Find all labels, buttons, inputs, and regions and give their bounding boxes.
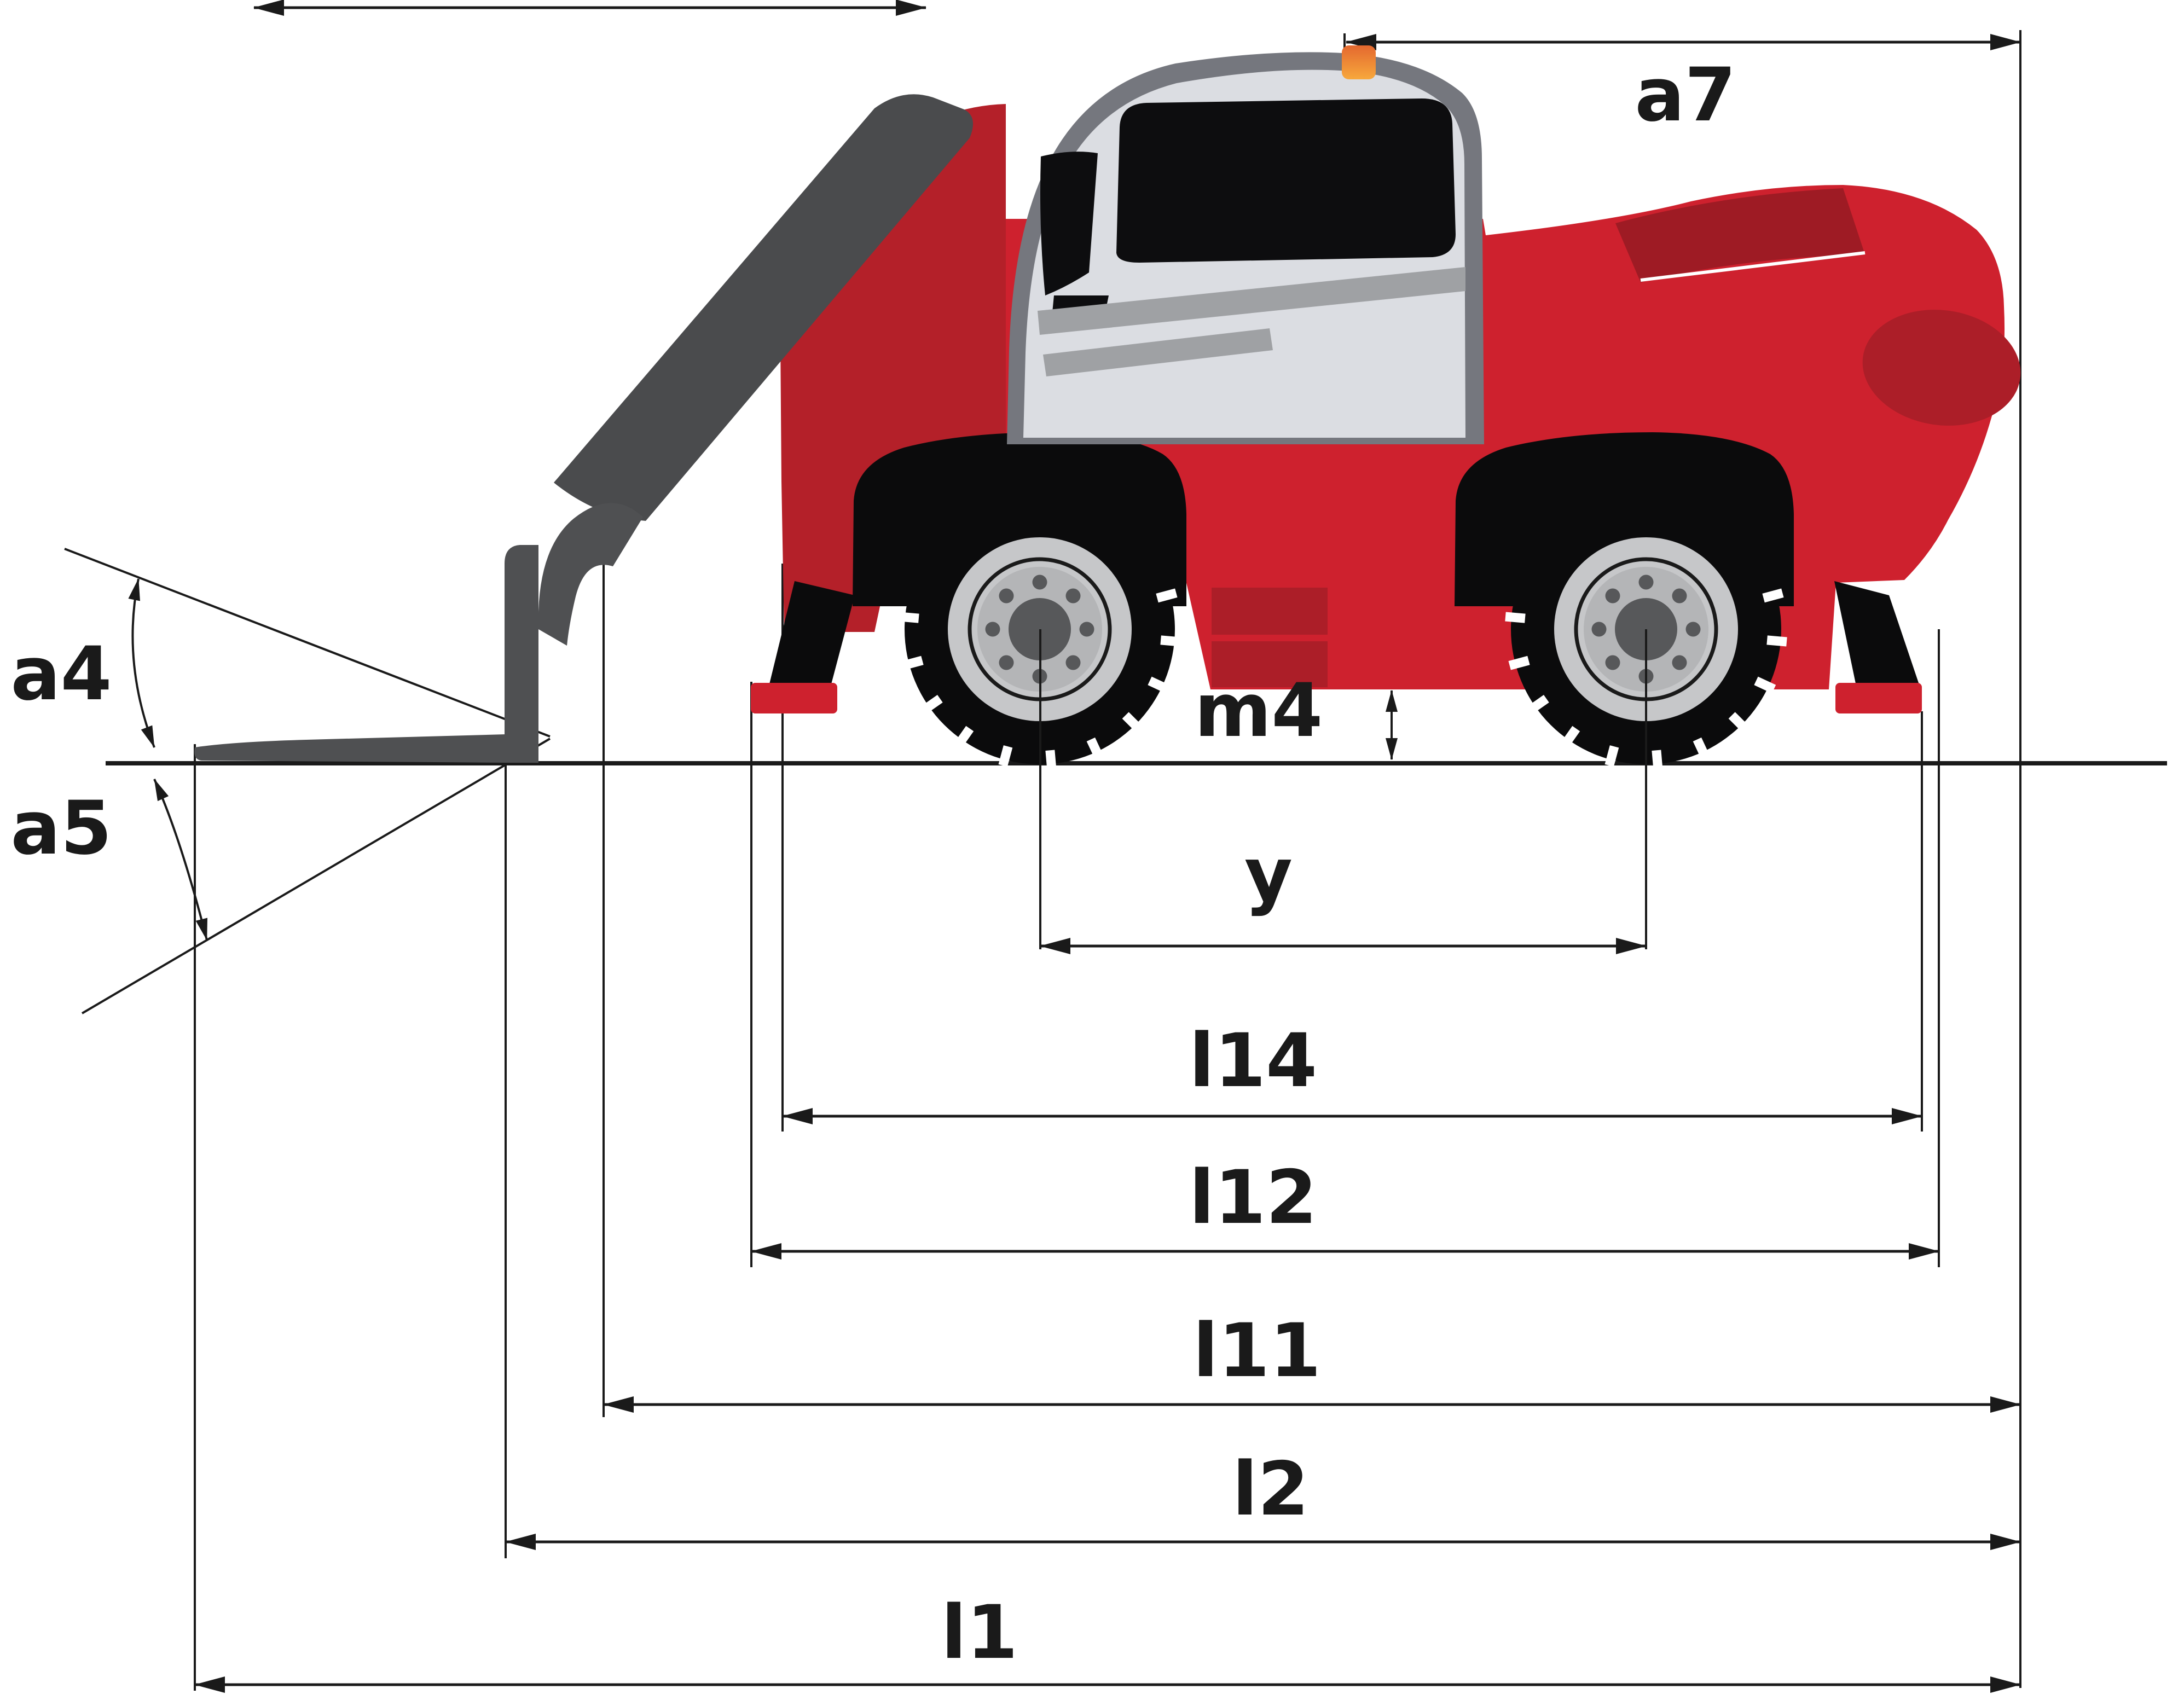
label-l12: l12 xyxy=(1189,1154,1317,1240)
lug-bolt xyxy=(1065,588,1081,604)
dimension-labels: a4 a5 a7 m4 y l14 l12 l11 l2 l1 xyxy=(10,52,1736,1675)
beacon-icon xyxy=(1342,45,1376,79)
cab-stripes xyxy=(1038,267,1465,376)
fork-assembly xyxy=(194,503,643,763)
tread-notch xyxy=(1527,694,1549,714)
tread-notch xyxy=(1045,750,1057,770)
lug-bolt xyxy=(1685,622,1701,637)
label-m4: m4 xyxy=(1195,668,1323,753)
tread-notch xyxy=(1766,635,1787,647)
tread-notch xyxy=(1561,726,1580,747)
lug-bolt xyxy=(1638,575,1654,590)
lug-bolt xyxy=(1591,622,1607,637)
cab xyxy=(1007,52,1484,445)
lug-bolt xyxy=(1079,622,1094,637)
cab-windshield xyxy=(1040,152,1098,295)
stabilizer-front-leg xyxy=(769,581,855,686)
dimension-linework xyxy=(64,0,2167,1693)
lug-bolt xyxy=(985,622,1000,637)
tread-notch xyxy=(899,612,919,623)
lug-bolt xyxy=(1605,655,1620,670)
tread-notch xyxy=(954,726,974,747)
engine-hood-recess xyxy=(1615,188,1865,282)
tread-notch xyxy=(1505,612,1526,623)
cab-door-window xyxy=(1116,98,1456,263)
tread-notch xyxy=(1693,737,1710,759)
telescopic-boom xyxy=(554,94,974,521)
tread-notch xyxy=(1508,655,1530,670)
cab-stripe-upper xyxy=(1038,267,1465,335)
angle-a4-arc xyxy=(128,578,155,748)
service-panels xyxy=(1212,588,1328,687)
fork-blade xyxy=(194,734,509,763)
overlay-lines xyxy=(1039,629,1647,949)
tread-notch xyxy=(1754,676,1776,694)
tread-notch xyxy=(1122,712,1143,733)
angle-a5-line xyxy=(81,738,551,1014)
tread-notch xyxy=(1086,737,1104,759)
lug-bolt xyxy=(999,588,1014,604)
tread-notch xyxy=(1160,635,1181,647)
lug-bolt xyxy=(1672,655,1687,670)
service-panel-upper xyxy=(1212,588,1328,635)
stabilizer-rear-leg xyxy=(1834,581,1920,686)
label-a5: a5 xyxy=(10,785,112,871)
tread-notch xyxy=(1652,750,1663,770)
lug-bolt xyxy=(1672,588,1687,604)
label-l1: l1 xyxy=(941,1589,1018,1675)
lug-bolt xyxy=(1065,655,1081,670)
angle-a5-arc xyxy=(153,779,208,941)
fork-shank xyxy=(505,545,538,763)
service-panel-lower xyxy=(1212,641,1328,687)
label-a7: a7 xyxy=(1635,52,1736,138)
tread-notch xyxy=(921,694,943,714)
label-a4: a4 xyxy=(10,631,112,717)
angle-a4-line xyxy=(64,548,551,738)
tread-notch xyxy=(1148,676,1170,694)
label-l2: l2 xyxy=(1232,1446,1309,1532)
lug-bolt xyxy=(1032,575,1047,590)
rear-tire-tread xyxy=(1505,588,1787,770)
tread-notch xyxy=(998,745,1013,767)
label-y: y xyxy=(1244,832,1293,918)
label-l14: l14 xyxy=(1189,1018,1317,1104)
label-l11: l11 xyxy=(1193,1308,1321,1394)
tread-notch xyxy=(1156,588,1178,603)
tread-notch xyxy=(902,655,924,670)
lug-bolt xyxy=(1605,588,1620,604)
front-tire-tread xyxy=(899,588,1181,770)
fork-carriage-link xyxy=(538,503,643,646)
rear-counterweight xyxy=(1862,310,2021,426)
tread-notch xyxy=(1728,712,1749,733)
tread-notch xyxy=(1762,588,1784,603)
stabilizer-front-pad xyxy=(751,683,837,713)
hood-highlight-line xyxy=(1640,251,1866,282)
tread-notch xyxy=(1604,745,1619,767)
stabilizer-rear-pad xyxy=(1835,683,1922,713)
lug-bolt xyxy=(999,655,1014,670)
cab-stripe-lower xyxy=(1043,328,1273,376)
